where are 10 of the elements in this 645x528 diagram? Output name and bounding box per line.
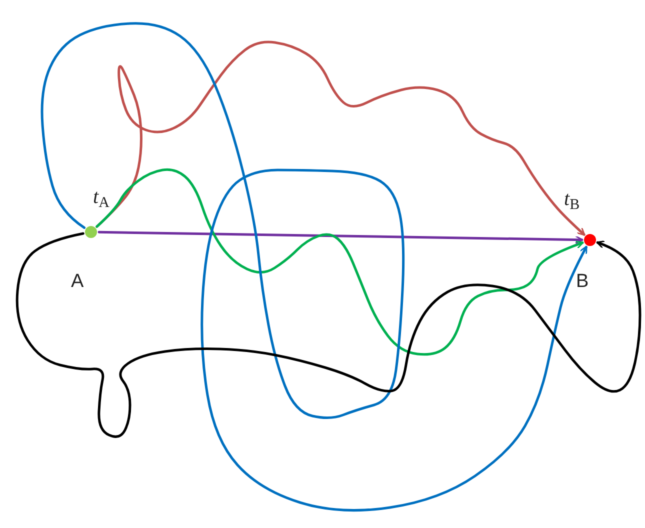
curved-arrow (16, 232, 642, 438)
point-marker (584, 234, 596, 246)
point-label: B (576, 270, 589, 294)
point-label: A (71, 270, 84, 294)
point-marker (85, 226, 97, 238)
curved-arrow (40, 22, 588, 512)
curved-arrow (98, 230, 584, 244)
curved-arrow (96, 168, 584, 356)
time-label: t$_{A}$ (93, 185, 110, 212)
time-label: t$_{B}$ (564, 187, 580, 214)
